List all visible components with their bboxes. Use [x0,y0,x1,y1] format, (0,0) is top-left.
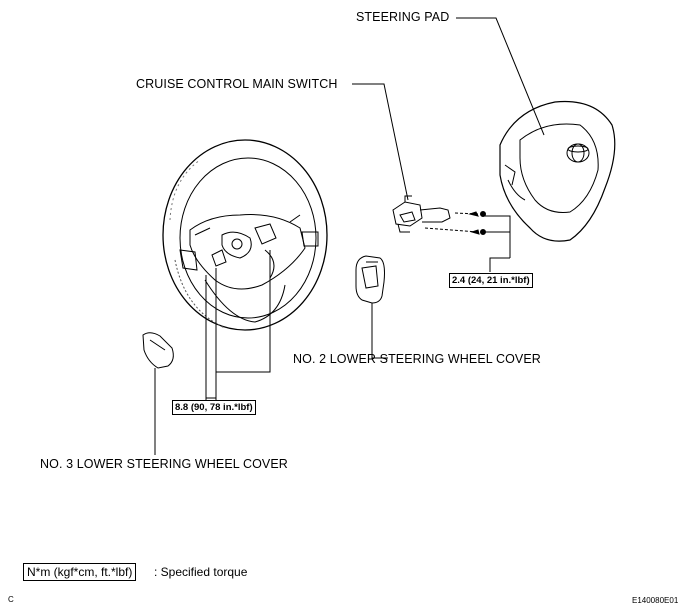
no3-cover-body [142,332,174,369]
steering-wheel-rim-outer [162,139,328,331]
steering-wheel-hub [189,214,306,290]
no2-cover-body [355,255,385,304]
steering-wheel-rim-inner [179,157,317,319]
label-cruise-control-main-switch: CRUISE CONTROL MAIN SWITCH [136,77,338,91]
legend-text: : Specified torque [154,565,248,579]
leader-no2 [371,303,388,359]
leader-cruise [352,83,409,201]
cruise-switch-body [392,201,423,227]
steering-pad-body [499,100,616,242]
torque-spec-wheel: 8.8 (90, 78 in.*lbf) [172,400,256,415]
label-no3-lower-cover: NO. 3 LOWER STEERING WHEEL COVER [40,457,288,471]
figure-code: E140080E01 [632,596,679,605]
label-no2-lower-cover: NO. 2 LOWER STEERING WHEEL COVER [293,352,541,366]
label-steering-pad: STEERING PAD [356,10,450,24]
footer-left-mark: C [8,595,14,604]
leader-torque-switch [483,215,511,258]
torque-spec-cruise-switch: 2.4 (24, 21 in.*lbf) [449,273,533,288]
leader-steering-pad [456,17,545,136]
legend-unit-box: N*m (kgf*cm, ft.*lbf) [23,563,137,581]
